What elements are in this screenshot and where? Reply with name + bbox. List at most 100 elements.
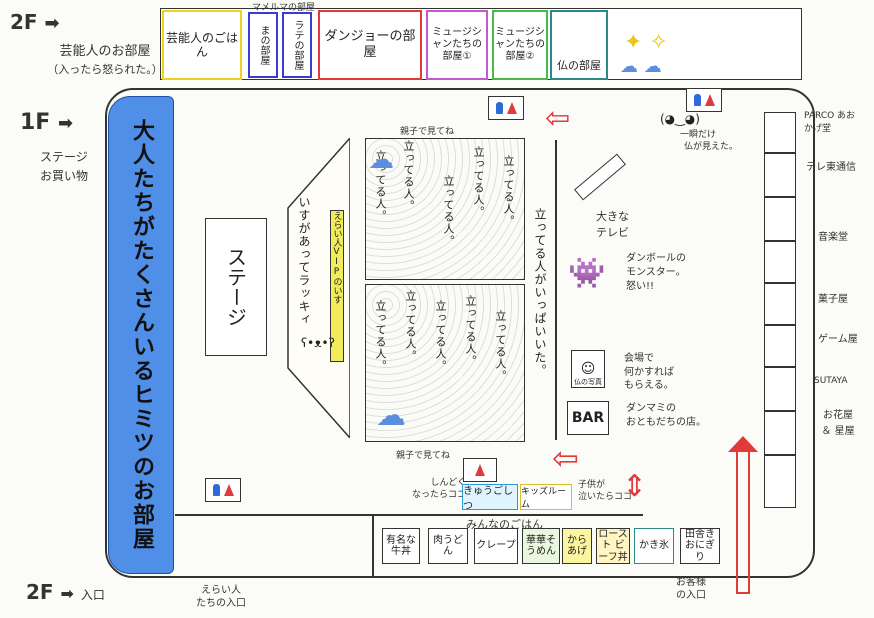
stage[interactable]: ステージ: [205, 218, 267, 356]
shops-column: [764, 112, 796, 508]
kids-room-note-line2: 泣いたらココ: [578, 491, 633, 502]
shop-label[interactable]: 菓子屋: [818, 294, 848, 305]
arrow-right-icon: ➡: [44, 13, 60, 34]
first-aid-room[interactable]: きゅうごしつ: [462, 484, 518, 512]
photo-note: 会場で 何かすれば もらえる。: [624, 352, 674, 393]
small-room-label: マメルマの部屋: [252, 3, 316, 13]
crowd-area-lower[interactable]: [365, 284, 525, 442]
vip-seats[interactable]: えらい人VIPのいす: [330, 210, 344, 362]
floor2-note-line1: 芸能人のお部屋: [59, 44, 151, 59]
kids-room-label: キッズルーム: [521, 487, 567, 510]
shop-label[interactable]: SUTAYA: [814, 376, 848, 386]
guest-entrance-line2: の入口: [676, 590, 706, 601]
food-court-title: みんなのごはん: [466, 518, 543, 531]
monster-note-line1: ダンボールの: [626, 253, 686, 264]
crowd-label: 立ってる人。: [464, 295, 477, 367]
photo-caption: 仏の写真: [574, 378, 602, 386]
tv-label: 大きなテレビ: [596, 210, 629, 239]
cloud-icon: ☁: [376, 398, 406, 433]
secret-room[interactable]: 大人たちがたくさんいるヒミツのお部屋: [108, 96, 174, 574]
binoculars-note-top: 親子で見てね: [400, 127, 455, 137]
buddha-icon: (◕‿◕): [660, 112, 700, 126]
food-court-line: [175, 514, 643, 516]
secret-room-label: 大人たちがたくさんいるヒミツのお部屋: [129, 119, 154, 551]
entrance-arrow-head: [728, 436, 758, 452]
room-label: 芸能人のごはん: [165, 30, 238, 59]
bar[interactable]: BAR: [567, 401, 609, 435]
rabbit-icon: ʕ•ᴥ•ʔ: [301, 336, 335, 350]
sparkle-icon: ✦ ✧: [624, 30, 668, 55]
photo-note-line2: 何かすれば: [624, 366, 674, 378]
buddha-note: 一瞬だけ 仏が見えた。: [660, 130, 738, 153]
crowd-label: 立ってる人。: [502, 155, 515, 227]
buddha-note-bottom: 仏が見えた。: [684, 141, 739, 152]
arrow-right-icon: ➡: [58, 113, 74, 134]
food-stall-label: からあげ: [567, 534, 587, 558]
room-musician-1[interactable]: ミュージシャンたちの部屋①: [426, 10, 488, 80]
food-stall[interactable]: ロースト ビーフ丼: [596, 528, 630, 564]
aisle-line: [555, 140, 557, 440]
stage-label: ステージ: [223, 247, 248, 327]
food-stall[interactable]: かき氷: [634, 528, 674, 564]
monster-note-line2: モンスター。: [626, 267, 686, 278]
shop-divider: [764, 282, 796, 284]
restroom-icon[interactable]: [463, 458, 497, 482]
food-stall-label: かき氷: [639, 540, 669, 552]
kids-room[interactable]: キッズルーム: [520, 484, 572, 510]
room-tate[interactable]: ラテの部屋: [282, 12, 312, 78]
entrance-arrow-up-icon: [736, 448, 750, 594]
room-label: ラテの部屋: [292, 20, 303, 70]
room-label: 仏の部屋: [557, 58, 601, 72]
food-stall[interactable]: 華華そうめん: [522, 528, 560, 564]
room-buddha[interactable]: 仏の部屋: [550, 10, 608, 80]
shop-label[interactable]: 音楽堂: [818, 232, 848, 243]
food-stall[interactable]: 肉うどん: [428, 528, 468, 564]
cloud-icon: ☁: [368, 145, 394, 175]
restroom-icon[interactable]: [488, 96, 524, 120]
bar-note-line2: おともだちの店。: [626, 417, 706, 428]
shop-divider: [764, 240, 796, 242]
vip-seats-label: えらい人VIPのいす: [331, 211, 342, 304]
shop-label[interactable]: ゲーム屋: [818, 334, 858, 345]
vip-entrance-line1: えらい人: [201, 585, 241, 596]
food-stall[interactable]: からあげ: [562, 528, 592, 564]
bar-note-line1: ダンマミの: [626, 403, 676, 414]
photo-note-line3: もらえる。: [624, 380, 674, 391]
buddha-photo[interactable]: ☺ 仏の写真: [571, 350, 605, 388]
crowd-label: 立ってる人。: [434, 300, 447, 372]
shop-label[interactable]: テレ東通信: [806, 162, 856, 173]
room-danjo[interactable]: ダンジョーの部屋: [318, 10, 422, 80]
kids-room-note: 子供が 泣いたらココ: [578, 480, 632, 503]
shop-divider: [764, 324, 796, 326]
monster-note-line3: 怒い!!: [626, 281, 655, 292]
room-label: ダンジョーの部屋: [324, 29, 416, 60]
shop-label[interactable]: PARCO あおかげ堂: [804, 111, 856, 134]
shop-divider: [764, 454, 796, 456]
arrow-left-icon: ⇦: [552, 439, 579, 477]
room-label: ミュージシャンたちの部屋②: [495, 27, 545, 62]
shop-divider: [764, 152, 796, 154]
arrow-updown-icon: ⇕: [622, 469, 648, 504]
room-musician-2[interactable]: ミュージシャンたちの部屋②: [492, 10, 548, 80]
shop-label[interactable]: お花屋 ＆ 星屋: [821, 410, 855, 437]
kids-room-note-line1: 子供が: [578, 480, 606, 490]
monster-note: ダンボールの モンスター。 怒い!!: [626, 252, 686, 294]
floor2-label: 2F ➡: [10, 10, 60, 34]
shop-divider: [764, 366, 796, 368]
food-stall[interactable]: 田舎きおにぎり: [680, 528, 720, 564]
guest-entrance-line1: お客様: [676, 577, 706, 588]
crowd-label: 立ってる人。: [402, 140, 415, 212]
shop-divider: [764, 196, 796, 198]
food-court-frame: [372, 514, 374, 578]
crowd-area-upper[interactable]: [365, 138, 525, 280]
crowd-label: 立ってる人。: [472, 146, 485, 218]
food-stall[interactable]: 有名な牛丼: [382, 528, 420, 564]
food-stall-label: 有名な牛丼: [386, 534, 416, 558]
first-aid-label: きゅうごしつ: [463, 486, 513, 512]
room-ma[interactable]: まの部屋: [248, 12, 278, 78]
first-aid-note: しんどく なったらココ: [412, 478, 466, 501]
restroom-icon[interactable]: [686, 88, 722, 112]
room-entertainer-food[interactable]: 芸能人のごはん: [162, 10, 242, 80]
restroom-icon[interactable]: [205, 478, 241, 502]
food-stall[interactable]: クレープ: [474, 528, 518, 564]
